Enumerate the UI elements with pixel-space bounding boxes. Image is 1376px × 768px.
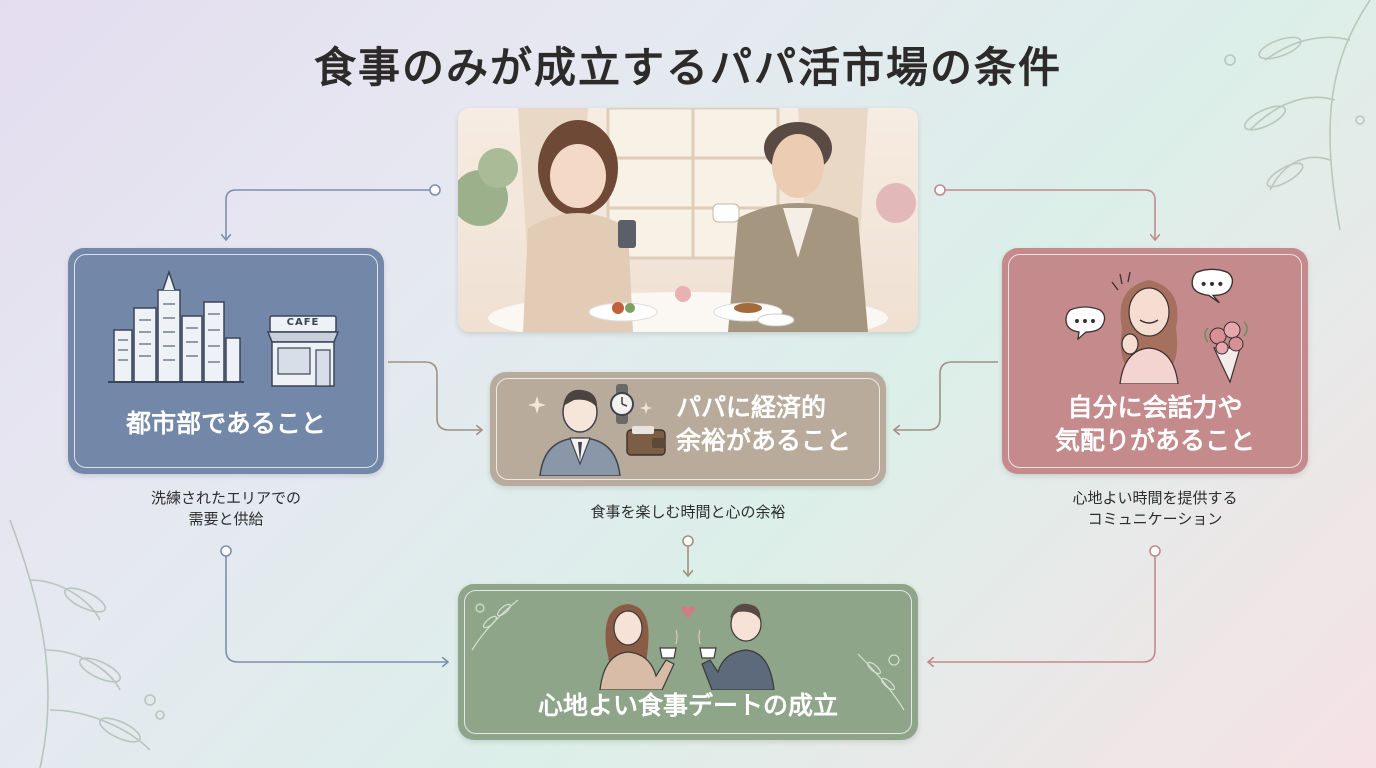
- leaf-branch-icon: [471, 599, 519, 651]
- result-card: 心地よい食事デートの成立: [458, 584, 918, 740]
- wallet-icon: [626, 426, 666, 456]
- businessman-icon: [539, 389, 621, 476]
- sparkle-icon: [528, 396, 546, 414]
- urban-card-label: 都市部であること: [126, 409, 326, 438]
- urban-caption: 洗練されたエリアでの 需要と供給: [150, 489, 301, 528]
- city-skyline-icon: [108, 269, 244, 383]
- leaf-branch-icon: [1224, 0, 1371, 231]
- connector-conversation-to-wealth: [894, 361, 998, 430]
- wealth-card-label-line2: 余裕があること: [676, 425, 852, 455]
- connector-wealth-to-result: [682, 535, 694, 576]
- cafe-date-illustration: [458, 108, 918, 332]
- conversation-card: 自分に会話力や 気配りがあること: [1002, 248, 1308, 474]
- wealth-card-label-line1: パパに経済的: [676, 393, 827, 422]
- speech-bubble-icon: [1191, 268, 1234, 304]
- wristwatch-icon: [610, 384, 634, 424]
- conversation-card-label-line2: 気配りがあること: [1054, 425, 1255, 455]
- conversation-card-label: 自分に会話力や 気配りがあること: [1002, 392, 1308, 457]
- page-title: 食事のみが成立するパパ活市場の条件: [313, 43, 1062, 92]
- speech-bubble-icon: [1065, 306, 1106, 340]
- leaf-branch-icon: [9, 520, 165, 768]
- couple-toasting-icon: [599, 603, 775, 690]
- cafe-icon: CAFE: [266, 314, 340, 388]
- sparkle-icon: [640, 402, 652, 414]
- urban-card: CAFE 都市部であること: [68, 248, 384, 474]
- conversation-caption: 心地よい時間を提供する コミュニケーション: [1072, 489, 1238, 528]
- connector-urban-to-wealth: [388, 361, 482, 430]
- conversation-card-label-line1: 自分に会話力や: [1067, 393, 1243, 422]
- wealth-card-label: パパに経済的 余裕があること: [676, 392, 851, 457]
- connector-urban-to-result: [220, 545, 448, 662]
- heart-icon: [681, 606, 695, 618]
- bouquet-icon: [1204, 321, 1248, 384]
- woman-smiling-icon: [1111, 271, 1179, 384]
- wealth-card: パパに経済的 余裕があること: [490, 372, 886, 486]
- connector-photo-to-urban: [226, 184, 441, 240]
- leaf-branch-icon: [857, 653, 905, 711]
- connector-conversation-to-result: [928, 545, 1161, 662]
- result-card-label: 心地よい食事デートの成立: [537, 691, 838, 720]
- connector-photo-to-conversation: [934, 184, 1155, 240]
- wealth-caption: 食事を楽しむ時間と心の余裕: [590, 503, 786, 521]
- cafe-sign-text: CAFE: [286, 317, 320, 328]
